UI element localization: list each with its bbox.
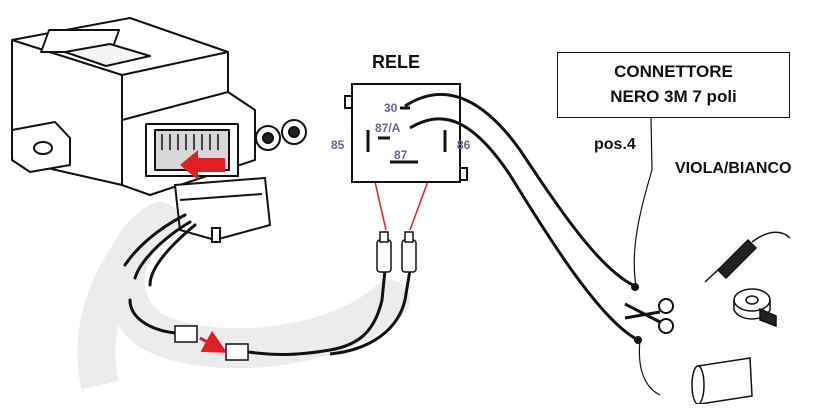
harness-plug-icon: [173, 176, 272, 243]
connector-detail: NERO 3M 7 poli: [610, 87, 737, 106]
relay-pin-87a: 87/A: [375, 121, 401, 135]
scissors-icon: [624, 298, 674, 334]
connector-position-label: pos.4: [594, 136, 636, 153]
wire-color-label: VIOLA/BIANCO: [675, 160, 792, 177]
tape-roll-icon: [733, 288, 777, 328]
connector-label-box: CONNETTORE NERO 3M 7 poli: [557, 52, 790, 118]
insert-arrow-icon: [180, 150, 225, 180]
relay-icon: [344, 83, 468, 183]
spade-terminal-icon: [376, 231, 417, 273]
connector-name: CONNETTORE: [614, 62, 733, 81]
harness-sleeve-branch: [77, 228, 156, 390]
relay-pin-30: 30: [384, 101, 398, 115]
control-unit-icon: [11, 17, 307, 196]
heat-shrink-icon: [691, 357, 753, 405]
relay-pin-85: 85: [331, 138, 345, 152]
soldering-iron-icon: [704, 231, 791, 283]
relay-pin-86: 86: [457, 138, 471, 152]
relay-pin-87: 87: [394, 148, 408, 162]
relay-title: RELE: [372, 52, 421, 72]
